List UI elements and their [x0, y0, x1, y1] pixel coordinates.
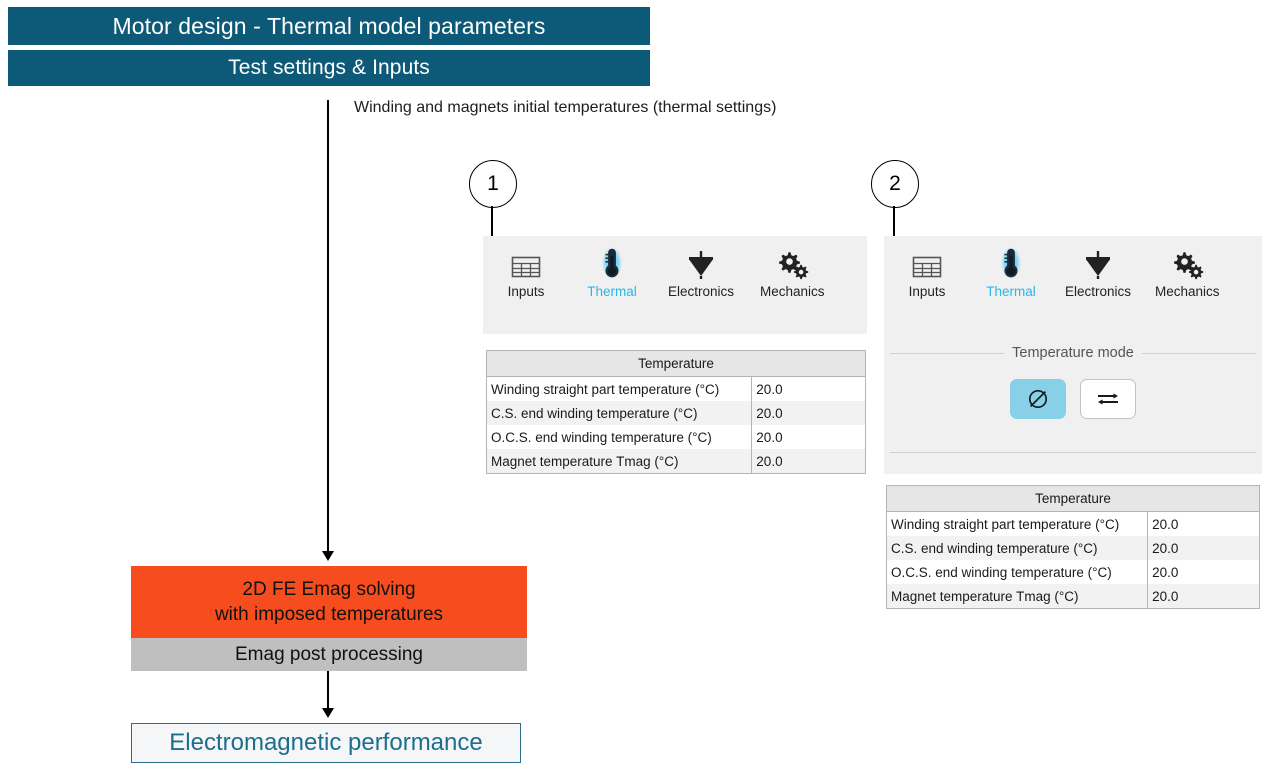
table-cell-value[interactable]: 20.0: [1152, 516, 1179, 532]
callout-marker-2-label: 2: [889, 172, 901, 195]
ribbon-tab-mechanics[interactable]: Mechanics: [1155, 246, 1220, 299]
ribbon-tab-electronics-label: Electronics: [668, 284, 735, 299]
table-cell-value[interactable]: 20.0: [751, 449, 866, 474]
table-row: Magnet temperature Tmag (°C) 20.0: [886, 584, 1260, 609]
temperature-table-1-header: Temperature: [486, 350, 866, 377]
ribbon-tab-thermal-label: Thermal: [986, 284, 1036, 299]
callout-1-stem: [491, 206, 493, 248]
ribbon-tab-electronics[interactable]: Electronics: [668, 246, 734, 299]
app-panel-2: Inputs Thermal: [884, 236, 1262, 474]
ribbon-tab-mechanics-label: Mechanics: [760, 284, 825, 299]
table-cell-label: Winding straight part temperature (°C): [486, 376, 753, 401]
flow-arrowhead-top: [322, 551, 334, 561]
table-grid-icon: [511, 246, 541, 280]
table-cell-label: C.S. end winding temperature (°C): [886, 536, 1149, 560]
flow-box-performance: Electromagnetic performance: [131, 723, 521, 763]
ribbon-tab-thermal[interactable]: Thermal: [582, 246, 642, 299]
temperature-mode-bottom-rule: [890, 452, 1256, 453]
flow-box-solving: 2D FE Emag solving with imposed temperat…: [131, 566, 527, 638]
gears-icon: [1170, 246, 1204, 280]
ribbon-tab-inputs-label: Inputs: [908, 284, 946, 299]
ribbon-tab-thermal-label: Thermal: [587, 284, 637, 299]
page-subtitle: Test settings & Inputs: [8, 50, 650, 86]
flow-arrowhead-bottom: [322, 708, 334, 718]
temperature-mode-average-button[interactable]: [1010, 379, 1066, 419]
ribbon-tab-mechanics-label: Mechanics: [1155, 284, 1220, 299]
flow-box-post-processing: Emag post processing: [131, 638, 527, 671]
table-row: O.C.S. end winding temperature (°C) 20.0: [486, 425, 866, 449]
ribbon-tab-mechanics[interactable]: Mechanics: [760, 246, 825, 299]
gears-icon: [775, 246, 809, 280]
legend-rule-right: [1141, 352, 1257, 354]
ribbon-tab-inputs-label: Inputs: [507, 284, 545, 299]
temperature-mode-legend: Temperature mode: [890, 345, 1257, 361]
table-row: Magnet temperature Tmag (°C) 20.0: [486, 449, 866, 474]
flow-box-solving-line2: with imposed temperatures: [214, 604, 444, 625]
annotation-note: Winding and magnets initial temperatures…: [354, 99, 777, 116]
table-cell-label: Magnet temperature Tmag (°C): [886, 584, 1149, 609]
diode-icon: [685, 246, 717, 280]
exchange-arrows-icon: [1098, 393, 1118, 405]
table-cell-label: O.C.S. end winding temperature (°C): [486, 425, 753, 449]
ribbon-tab-inputs[interactable]: Inputs: [897, 246, 957, 299]
ribbon-toolbar-1: Inputs Thermal: [483, 236, 867, 299]
table-row: O.C.S. end winding temperature (°C) 20.0: [886, 560, 1260, 584]
table-cell-value[interactable]: 20.0: [756, 429, 783, 445]
table-cell-value[interactable]: 20.0: [1152, 564, 1179, 580]
temperature-table-2-header: Temperature: [886, 485, 1260, 512]
table-row: C.S. end winding temperature (°C) 20.0: [886, 536, 1260, 560]
legend-rule-left: [890, 352, 1005, 354]
app-panel-1: Inputs Thermal: [483, 236, 867, 334]
temperature-mode-legend-label: Temperature mode: [1012, 345, 1134, 361]
page-title-text: Motor design - Thermal model parameters: [112, 12, 546, 39]
flow-connector-line-bottom: [327, 669, 329, 711]
thermometer-icon: [996, 246, 1026, 280]
diode-icon: [1082, 246, 1114, 280]
ribbon-tab-electronics[interactable]: Electronics: [1065, 246, 1131, 299]
temperature-table-1: Temperature Winding straight part temper…: [486, 350, 866, 474]
diameter-average-icon: [1028, 389, 1048, 409]
ribbon-tab-thermal[interactable]: Thermal: [981, 246, 1041, 299]
table-cell-value[interactable]: 20.0: [1147, 584, 1260, 609]
table-grid-icon: [912, 246, 942, 280]
flow-box-solving-line1: 2D FE Emag solving: [242, 578, 416, 600]
callout-marker-1-label: 1: [487, 172, 499, 195]
callout-2-stem: [893, 206, 895, 248]
table-row: Winding straight part temperature (°C) 2…: [486, 376, 866, 401]
callout-marker-2: 2: [871, 160, 919, 208]
table-cell-value[interactable]: 20.0: [756, 381, 783, 397]
table-cell-label: Winding straight part temperature (°C): [886, 511, 1149, 536]
temperature-mode-exchange-button[interactable]: [1080, 379, 1136, 419]
ribbon-toolbar-2: Inputs Thermal: [884, 236, 1262, 299]
table-cell-value[interactable]: 20.0: [1147, 536, 1260, 560]
page-subtitle-text: Test settings & Inputs: [228, 56, 430, 79]
table-cell-label: Magnet temperature Tmag (°C): [486, 449, 753, 474]
ribbon-tab-inputs[interactable]: Inputs: [496, 246, 556, 299]
temperature-mode-button-group: [890, 379, 1256, 419]
table-cell-value[interactable]: 20.0: [751, 401, 866, 425]
table-cell-label: C.S. end winding temperature (°C): [486, 401, 753, 425]
thermometer-icon: [597, 246, 627, 280]
callout-marker-1: 1: [469, 160, 517, 208]
ribbon-tab-electronics-label: Electronics: [1065, 284, 1132, 299]
table-row: Winding straight part temperature (°C) 2…: [886, 511, 1260, 536]
page-title: Motor design - Thermal model parameters: [8, 7, 650, 45]
table-cell-label: O.C.S. end winding temperature (°C): [886, 560, 1149, 584]
temperature-table-2: Temperature Winding straight part temper…: [886, 485, 1260, 609]
table-row: C.S. end winding temperature (°C) 20.0: [486, 401, 866, 425]
flow-connector-line-top: [327, 100, 329, 552]
